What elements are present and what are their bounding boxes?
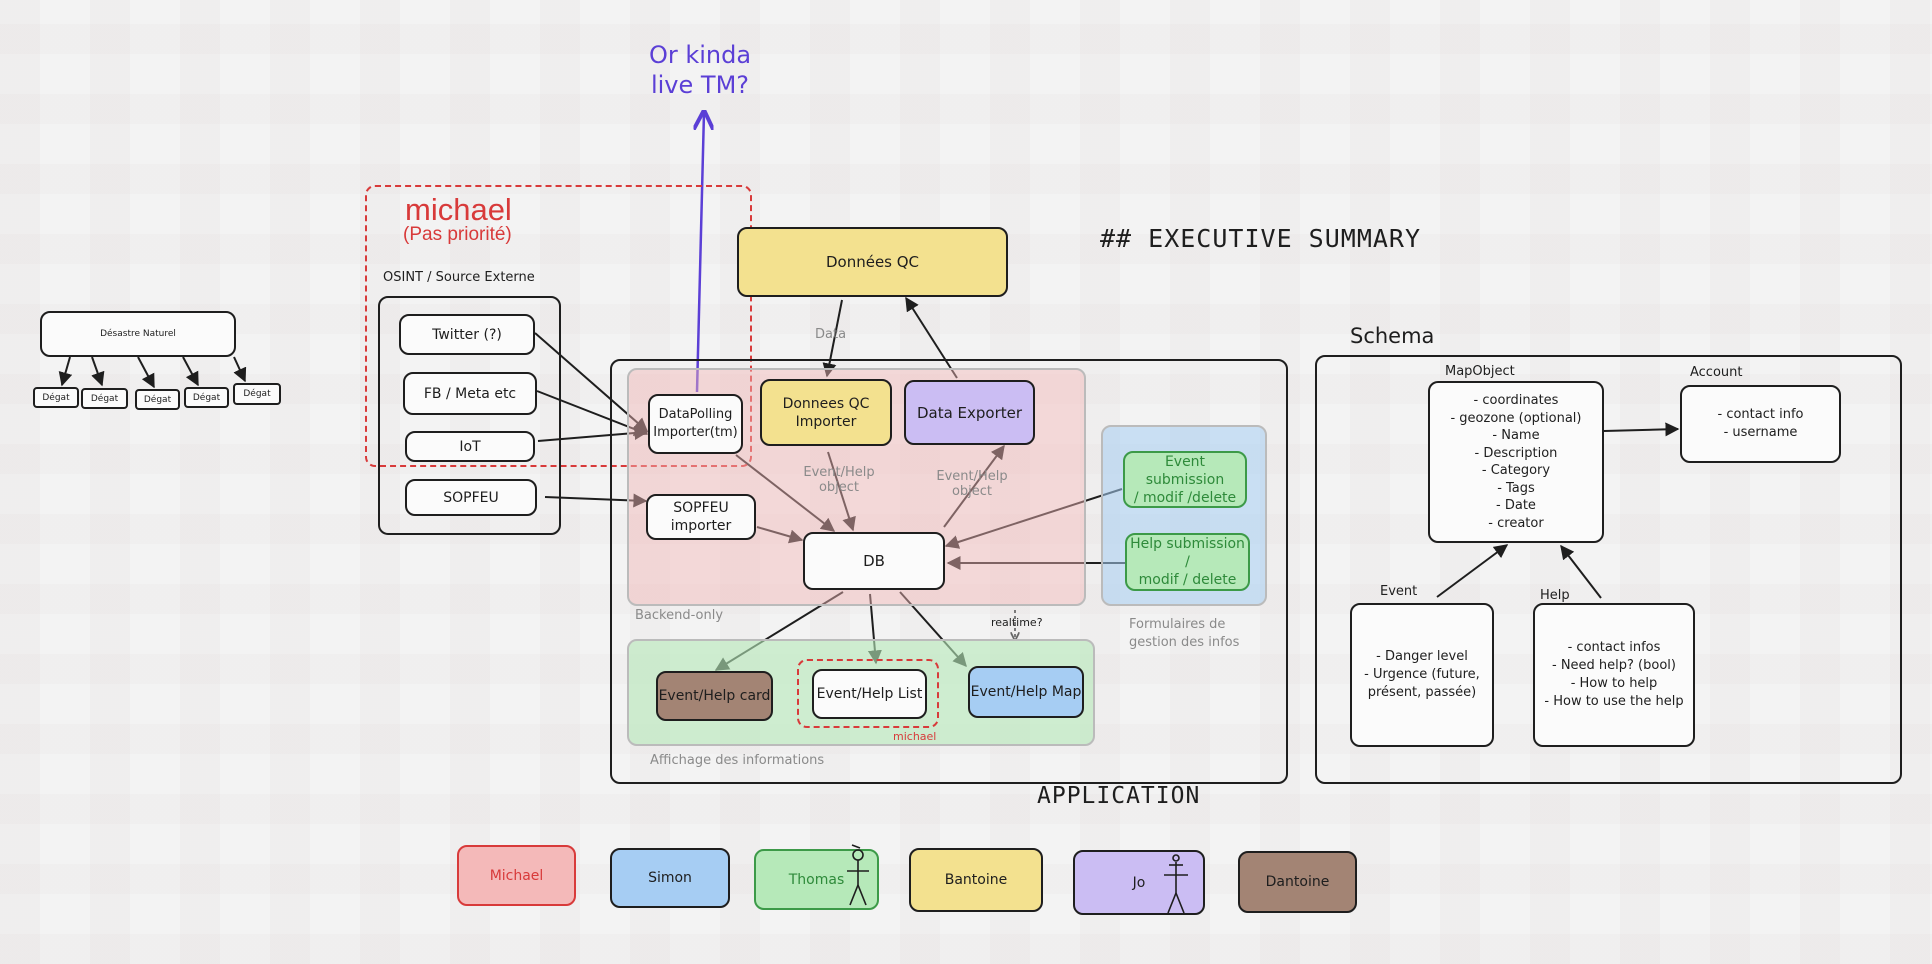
stick-figure-icon bbox=[1164, 854, 1188, 914]
osint-container bbox=[378, 296, 561, 535]
legend-dantoine[interactable]: Dantoine bbox=[1238, 851, 1357, 913]
account-entity[interactable]: - contact info - username bbox=[1680, 385, 1841, 463]
event-help-object-label-out: Event/Help object bbox=[936, 469, 1008, 499]
michael-group-subtitle: (Pas priorité) bbox=[403, 224, 512, 245]
source-iot[interactable]: IoT bbox=[405, 431, 535, 462]
event-help-list-owner-label: michael bbox=[893, 730, 937, 743]
help-submission-node[interactable]: Help submission / modif / delete bbox=[1125, 533, 1250, 591]
legend-simon[interactable]: Simon bbox=[610, 848, 730, 908]
event-label: Event bbox=[1380, 584, 1418, 599]
schema-title: Schema bbox=[1350, 324, 1435, 348]
donnees-qc-importer-node[interactable]: Donnees QC Importer bbox=[760, 379, 892, 446]
source-sopfeu[interactable]: SOPFEU bbox=[405, 479, 537, 516]
event-help-card-node[interactable]: Event/Help card bbox=[656, 671, 773, 721]
event-help-map-node[interactable]: Event/Help Map bbox=[968, 666, 1084, 718]
donnees-qc-node[interactable]: Données QC bbox=[737, 227, 1008, 297]
event-submission-node[interactable]: Event submission / modif /delete bbox=[1123, 451, 1247, 508]
account-label: Account bbox=[1690, 365, 1743, 380]
stick-figure-icon bbox=[847, 844, 869, 906]
data-edge-label: Data bbox=[815, 327, 847, 342]
backend-label: Backend-only bbox=[635, 608, 724, 623]
damage-node[interactable]: Dégat bbox=[135, 389, 180, 410]
sopfeu-importer-node[interactable]: SOPFEU importer bbox=[646, 494, 756, 540]
mapobject-label: MapObject bbox=[1445, 364, 1515, 379]
source-twitter[interactable]: Twitter (?) bbox=[399, 314, 535, 355]
source-facebook[interactable]: FB / Meta etc bbox=[403, 372, 537, 415]
michael-group-title: michael bbox=[405, 192, 512, 227]
mapobject-entity[interactable]: - coordinates - geozone (optional) - Nam… bbox=[1428, 381, 1604, 543]
disaster-root-node[interactable]: Désastre Naturel bbox=[40, 311, 236, 357]
application-container bbox=[610, 359, 1288, 784]
schema-container bbox=[1315, 355, 1902, 784]
event-entity[interactable]: - Danger level - Urgence (future, présen… bbox=[1350, 603, 1494, 747]
disaster-tree-edges bbox=[58, 356, 247, 389]
legend-bantoine[interactable]: Bantoine bbox=[909, 848, 1043, 912]
event-help-object-label-in: Event/Help object bbox=[803, 465, 875, 495]
application-label: APPLICATION bbox=[1037, 783, 1201, 809]
legend-jo[interactable]: Jo bbox=[1073, 850, 1205, 915]
live-annotation-arrow bbox=[697, 112, 704, 393]
event-help-list-node[interactable]: Event/Help List bbox=[812, 669, 927, 719]
datapolling-importer-node[interactable]: DataPolling Importer(tm) bbox=[648, 394, 743, 454]
damage-node[interactable]: Dégat bbox=[184, 387, 229, 408]
legend-michael[interactable]: Michael bbox=[457, 845, 576, 906]
data-exporter-node[interactable]: Data Exporter bbox=[904, 380, 1035, 445]
live-annotation: Or kinda live TM? bbox=[648, 41, 752, 99]
damage-node[interactable]: Dégat bbox=[81, 388, 128, 409]
damage-node[interactable]: Dégat bbox=[233, 383, 281, 405]
page-title: ## EXECUTIVE SUMMARY bbox=[1100, 224, 1422, 253]
db-node[interactable]: DB bbox=[803, 532, 945, 590]
event-help-list-owner-outline bbox=[797, 659, 939, 728]
osint-title: OSINT / Source Externe bbox=[383, 270, 535, 285]
help-label: Help bbox=[1540, 588, 1570, 603]
forms-label: Formulaires de gestion des infos bbox=[1129, 617, 1240, 650]
damage-node[interactable]: Dégat bbox=[33, 387, 79, 408]
help-entity[interactable]: - contact infos - Need help? (bool) - Ho… bbox=[1533, 603, 1695, 747]
realtime-label: realtime? bbox=[991, 616, 1043, 629]
display-label: Affichage des informations bbox=[650, 753, 825, 768]
michael-priority-group bbox=[365, 185, 752, 467]
